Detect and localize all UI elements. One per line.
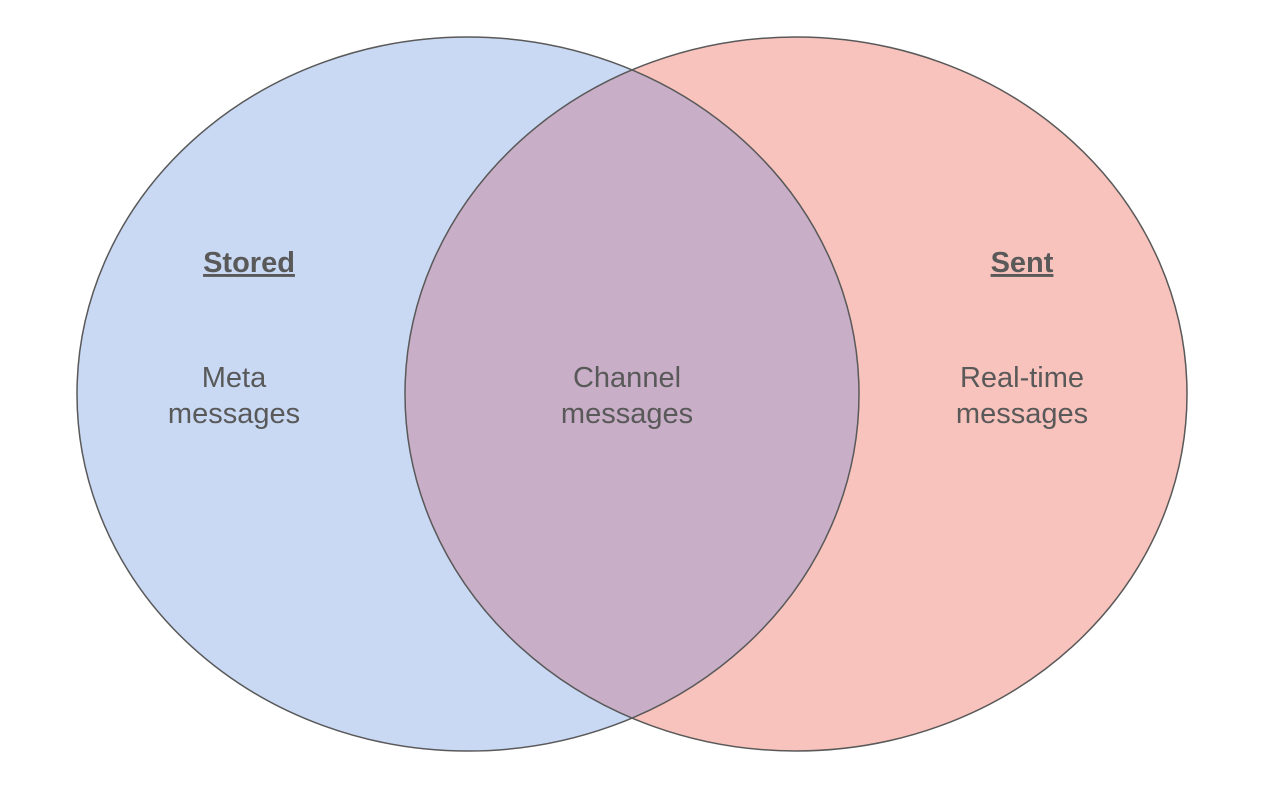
intersection-label-line1: Channel — [573, 362, 681, 394]
intersection-label-line2: messages — [561, 398, 693, 430]
sent-set-outline — [404, 36, 1188, 752]
sent-heading: Sent — [991, 247, 1054, 279]
sent-label-line1: Real-time — [960, 362, 1084, 394]
sent-label-line2: messages — [956, 398, 1088, 430]
stored-heading: Stored — [203, 247, 295, 279]
stored-label-line1: Meta — [202, 362, 267, 394]
stored-label-line2: messages — [168, 398, 300, 430]
intersection-region — [405, 37, 859, 751]
stored-set-outline — [76, 36, 860, 752]
